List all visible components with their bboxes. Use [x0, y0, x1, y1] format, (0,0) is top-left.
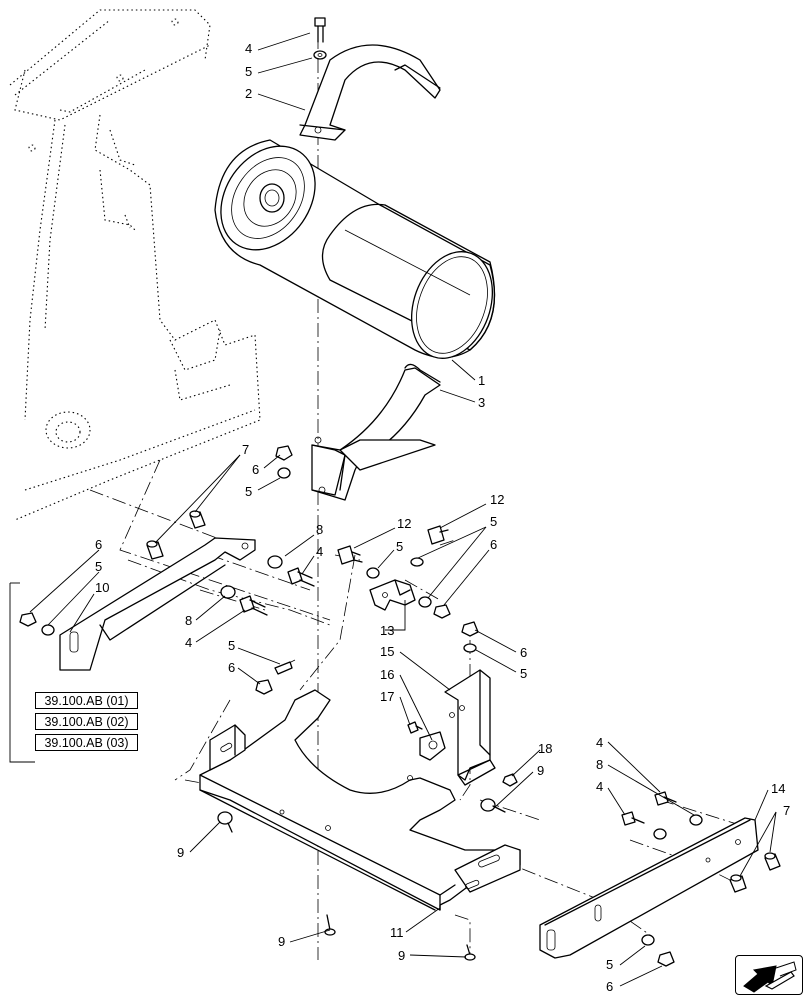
callout-6: 6: [252, 462, 259, 477]
callout-11: 11: [390, 925, 404, 940]
callout-8: 8: [185, 613, 192, 628]
bolt-4-low: [239, 595, 268, 616]
callout-6: 6: [95, 537, 102, 552]
callout-5: 5: [490, 514, 497, 529]
callout-2: 2: [245, 86, 252, 101]
bolt-9-bottom: [464, 944, 476, 961]
callout-7: 7: [242, 442, 249, 457]
reference-link-03[interactable]: 39.100.AB (03): [35, 734, 138, 751]
callout-4: 4: [596, 779, 603, 794]
base-plate-11: [199, 689, 521, 911]
arrow-icon-graphic: [743, 961, 797, 993]
callout-15: 15: [380, 644, 394, 659]
washer-5-lower-right: [641, 934, 655, 946]
washer-8-right-b: [653, 828, 667, 840]
top-washer-5: [313, 50, 327, 60]
washer-5-upper: [277, 467, 291, 479]
callout-6: 6: [606, 979, 613, 994]
washer-5-right-c: [418, 596, 432, 608]
washer-5-bracket: [463, 643, 477, 653]
engine-frame-ghost: [9, 9, 261, 521]
spacer-7-left: [146, 510, 206, 560]
callout-labels: 4 5 2 1 3 7 6 5 6 5 10 8 4 8 4 5 6 12 12…: [95, 41, 790, 994]
nut-18: [502, 773, 518, 787]
callout-4: 4: [245, 41, 252, 56]
reference-link-02[interactable]: 39.100.AB (02): [35, 713, 138, 730]
callout-8: 8: [596, 757, 603, 772]
clip-16: [419, 731, 446, 761]
callout-9: 9: [398, 948, 405, 963]
spacer-7-right: [729, 852, 781, 893]
callout-10: 10: [95, 580, 109, 595]
lower-muffler-strap: [311, 363, 441, 501]
callout-5: 5: [606, 957, 613, 972]
callout-7: 7: [783, 803, 790, 818]
right-mounting-bar-14: [539, 817, 759, 959]
washer-5-right-a: [366, 567, 380, 579]
callout-12: 12: [397, 516, 411, 531]
callout-6: 6: [228, 660, 235, 675]
washer-8-low: [220, 585, 236, 599]
callout-18: 18: [538, 741, 552, 756]
muffler-body: [214, 139, 496, 359]
bolt-12-b: [427, 525, 449, 545]
callout-5: 5: [228, 638, 235, 653]
callout-4: 4: [596, 735, 603, 750]
bracket-13: [369, 579, 416, 611]
nut-6-lower-right: [657, 951, 675, 967]
callout-3: 3: [478, 395, 485, 410]
nut-6-right: [433, 604, 451, 619]
callout-5: 5: [396, 539, 403, 554]
callout-13: 13: [380, 623, 394, 638]
nut-6-left: [19, 612, 37, 627]
callout-12: 12: [490, 492, 504, 507]
callout-14: 14: [771, 781, 785, 796]
bracket-15: [444, 669, 496, 786]
nut-6-upper: [275, 445, 293, 461]
callout-1: 1: [478, 373, 485, 388]
bolt-9-center: [324, 914, 336, 936]
bolt-9-right: [480, 798, 506, 813]
callout-5: 5: [245, 64, 252, 79]
callout-9: 9: [537, 763, 544, 778]
washer-5-right-b: [410, 557, 424, 567]
left-mounting-bar-10: [59, 537, 256, 671]
screw-17: [407, 721, 423, 734]
callout-6: 6: [490, 537, 497, 552]
bolt-4-right-a: [654, 791, 677, 806]
reference-link-01[interactable]: 39.100.AB (01): [35, 692, 138, 709]
callout-5: 5: [95, 559, 102, 574]
washer-8-right: [689, 814, 703, 826]
next-page-arrow-icon[interactable]: [735, 955, 803, 995]
leader-lines: [9, 32, 777, 987]
washer-5-center: [274, 661, 293, 675]
callout-16: 16: [380, 667, 394, 682]
callout-9: 9: [177, 845, 184, 860]
nut-6-bracket: [461, 621, 479, 637]
bolt-4-right-b: [621, 811, 645, 826]
callout-5: 5: [520, 666, 527, 681]
callout-4: 4: [316, 544, 323, 559]
callout-5: 5: [245, 484, 252, 499]
upper-muffler-strap: [299, 44, 441, 141]
bolt-9-left: [217, 811, 233, 833]
callout-6: 6: [520, 645, 527, 660]
washer-5-left: [41, 624, 55, 636]
callout-8: 8: [316, 522, 323, 537]
bolt-4-mid: [287, 567, 315, 587]
nut-6-center: [255, 679, 273, 695]
top-bolt-4: [314, 17, 326, 43]
callout-17: 17: [380, 689, 394, 704]
bolt-12-a: [337, 545, 363, 565]
callout-4: 4: [185, 635, 192, 650]
callout-9: 9: [278, 934, 285, 949]
washer-8-mid: [267, 555, 283, 569]
